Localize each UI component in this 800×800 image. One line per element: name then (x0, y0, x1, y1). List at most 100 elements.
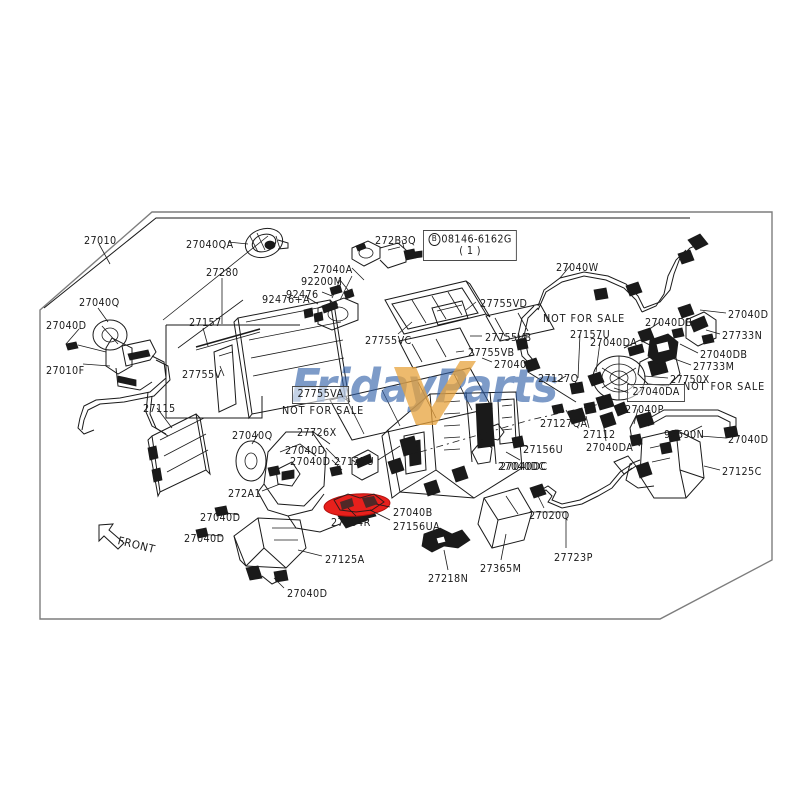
part-number-label: 27755VC (365, 335, 412, 347)
part-number-label: 27040W (556, 262, 599, 274)
part-number-label: 27040D (46, 320, 87, 332)
not-for-sale-tag: NOT FOR SALE (683, 381, 766, 393)
part-number-label: 27125A (325, 554, 365, 566)
part-number-label: 27040DB (700, 349, 748, 361)
part-number-label: 27723P (554, 552, 593, 564)
part-number-label: 27040Q (232, 430, 273, 442)
part-number-label: 27010 (84, 235, 117, 247)
part-number-label: 27010F (46, 365, 85, 377)
part-number-label: 92200M (301, 276, 343, 288)
part-number-label: 27040QA (186, 239, 234, 251)
part-number-label: 27040D (200, 512, 241, 524)
part-27125A-bracket (233, 517, 307, 585)
part-number-label: 27040A (313, 264, 353, 276)
part-number-label: 27755VB (485, 332, 532, 344)
part-27755VB-grille-b (398, 327, 475, 369)
part-number-label: 27040D (494, 359, 535, 371)
part-27726X-actuator (351, 435, 419, 481)
callout-quantity: ( 1 ) (459, 245, 481, 257)
part-number-label: 27040D (287, 588, 328, 600)
part-27115-heater-core (147, 413, 211, 498)
part-number-label: 27040D (290, 456, 331, 468)
boxed-label-text: 27755VA (297, 388, 344, 400)
assembly-outline-27010 (43, 217, 690, 321)
part-number-label: 92590N (664, 429, 705, 441)
part-number-label: 27040DC (500, 461, 548, 473)
part-number-label: 27040D (285, 445, 326, 457)
part-27755VD-vent (431, 300, 469, 326)
part-27125C-housing (625, 429, 705, 499)
part-number-label: 27040DA (586, 442, 634, 454)
part-pins-center (195, 457, 469, 539)
part-number-label: 27755VD (480, 298, 528, 310)
part-number-label: 27157U (570, 329, 611, 341)
part-272B3Q-actuator (351, 240, 423, 269)
boxed-label-27755VA: 27755VA (292, 386, 349, 405)
highlighted-part-27864R[interactable] (323, 492, 391, 519)
front-direction-arrow (98, 523, 125, 550)
part-number-label: 27750X (670, 374, 710, 386)
part-number-label: 27040D (728, 309, 769, 321)
balloon-b: B (428, 233, 441, 246)
part-number-label: 27040Q (79, 297, 120, 309)
leader-lines (65, 239, 727, 589)
part-number-label: 27127QA (540, 418, 588, 430)
part-27010F-bracket (65, 337, 157, 391)
part-number-label: 27157 (189, 317, 222, 329)
part-number-label: 27040D (184, 533, 225, 545)
part-number-label: 27755VB (468, 347, 515, 359)
part-number-label: 272B3Q (375, 235, 417, 247)
part-27280-case (165, 299, 300, 419)
part-27040Q-disc-lower (235, 440, 267, 482)
part-number-label: 27040DA (590, 337, 638, 349)
part-number-label: 27726X (297, 427, 337, 439)
boxed-label-text: 27040DA (632, 386, 680, 398)
part-number-label: 27733M (693, 361, 735, 373)
part-evaporator-core (233, 299, 350, 420)
part-27040P-rod (629, 415, 643, 447)
part-27755VB-grille-a (485, 303, 555, 342)
part-92590N-pipe (635, 409, 739, 443)
part-27733M-motor (637, 327, 685, 365)
part-number-label: 27864R (331, 517, 371, 529)
part-27755VA-grille (329, 367, 493, 441)
part-number-label: 27218N (428, 573, 469, 585)
part-number-label: 27125C (722, 466, 762, 478)
part-heater-hoses (77, 355, 171, 437)
part-number-label: 27127Q (538, 373, 579, 385)
diagram-frame (39, 211, 773, 620)
part-number-label: 27040P (625, 404, 664, 416)
part-number-label: 27365M (480, 563, 522, 575)
part-number-label: 27156U (523, 444, 564, 456)
part-27755V-seal (213, 344, 237, 413)
part-number-label: 27755V (182, 369, 222, 381)
not-for-sale-tag: NOT FOR SALE (543, 313, 626, 325)
part-number-label: 27280 (206, 267, 239, 279)
part-number-label: 272A1 (228, 488, 262, 500)
part-27040Q-disc-left (92, 319, 128, 351)
part-number-label: 27112 (583, 429, 616, 441)
part-27218N-clip (421, 527, 471, 553)
part-number-label: 27115 (143, 403, 176, 415)
part-27157-seal (195, 328, 261, 351)
part-number-label: 27040B (393, 507, 433, 519)
part-27040QA-disc (244, 227, 289, 259)
part-27040W-harness (515, 233, 709, 373)
part-27733N-motor (677, 303, 717, 347)
part-92200M-expansion-valve (303, 275, 359, 331)
part-number-label: 92476 (286, 289, 319, 301)
part-number-label: 27733N (722, 330, 763, 342)
part-number-label: 27156UA (393, 521, 440, 533)
part-27156U-pins (471, 423, 525, 465)
callout-part-number: 08146-6162G (441, 233, 512, 246)
part-number-label: 27040D (728, 434, 769, 446)
part-small-pins-right (419, 371, 629, 453)
part-number-label: 92476+A (262, 294, 311, 306)
part-number-label: 27020Q (529, 510, 570, 522)
not-for-sale-tag: NOT FOR SALE (282, 405, 365, 417)
part-27365M-duct (477, 487, 533, 549)
boxed-label-27040DA: 27040DA (627, 384, 686, 403)
